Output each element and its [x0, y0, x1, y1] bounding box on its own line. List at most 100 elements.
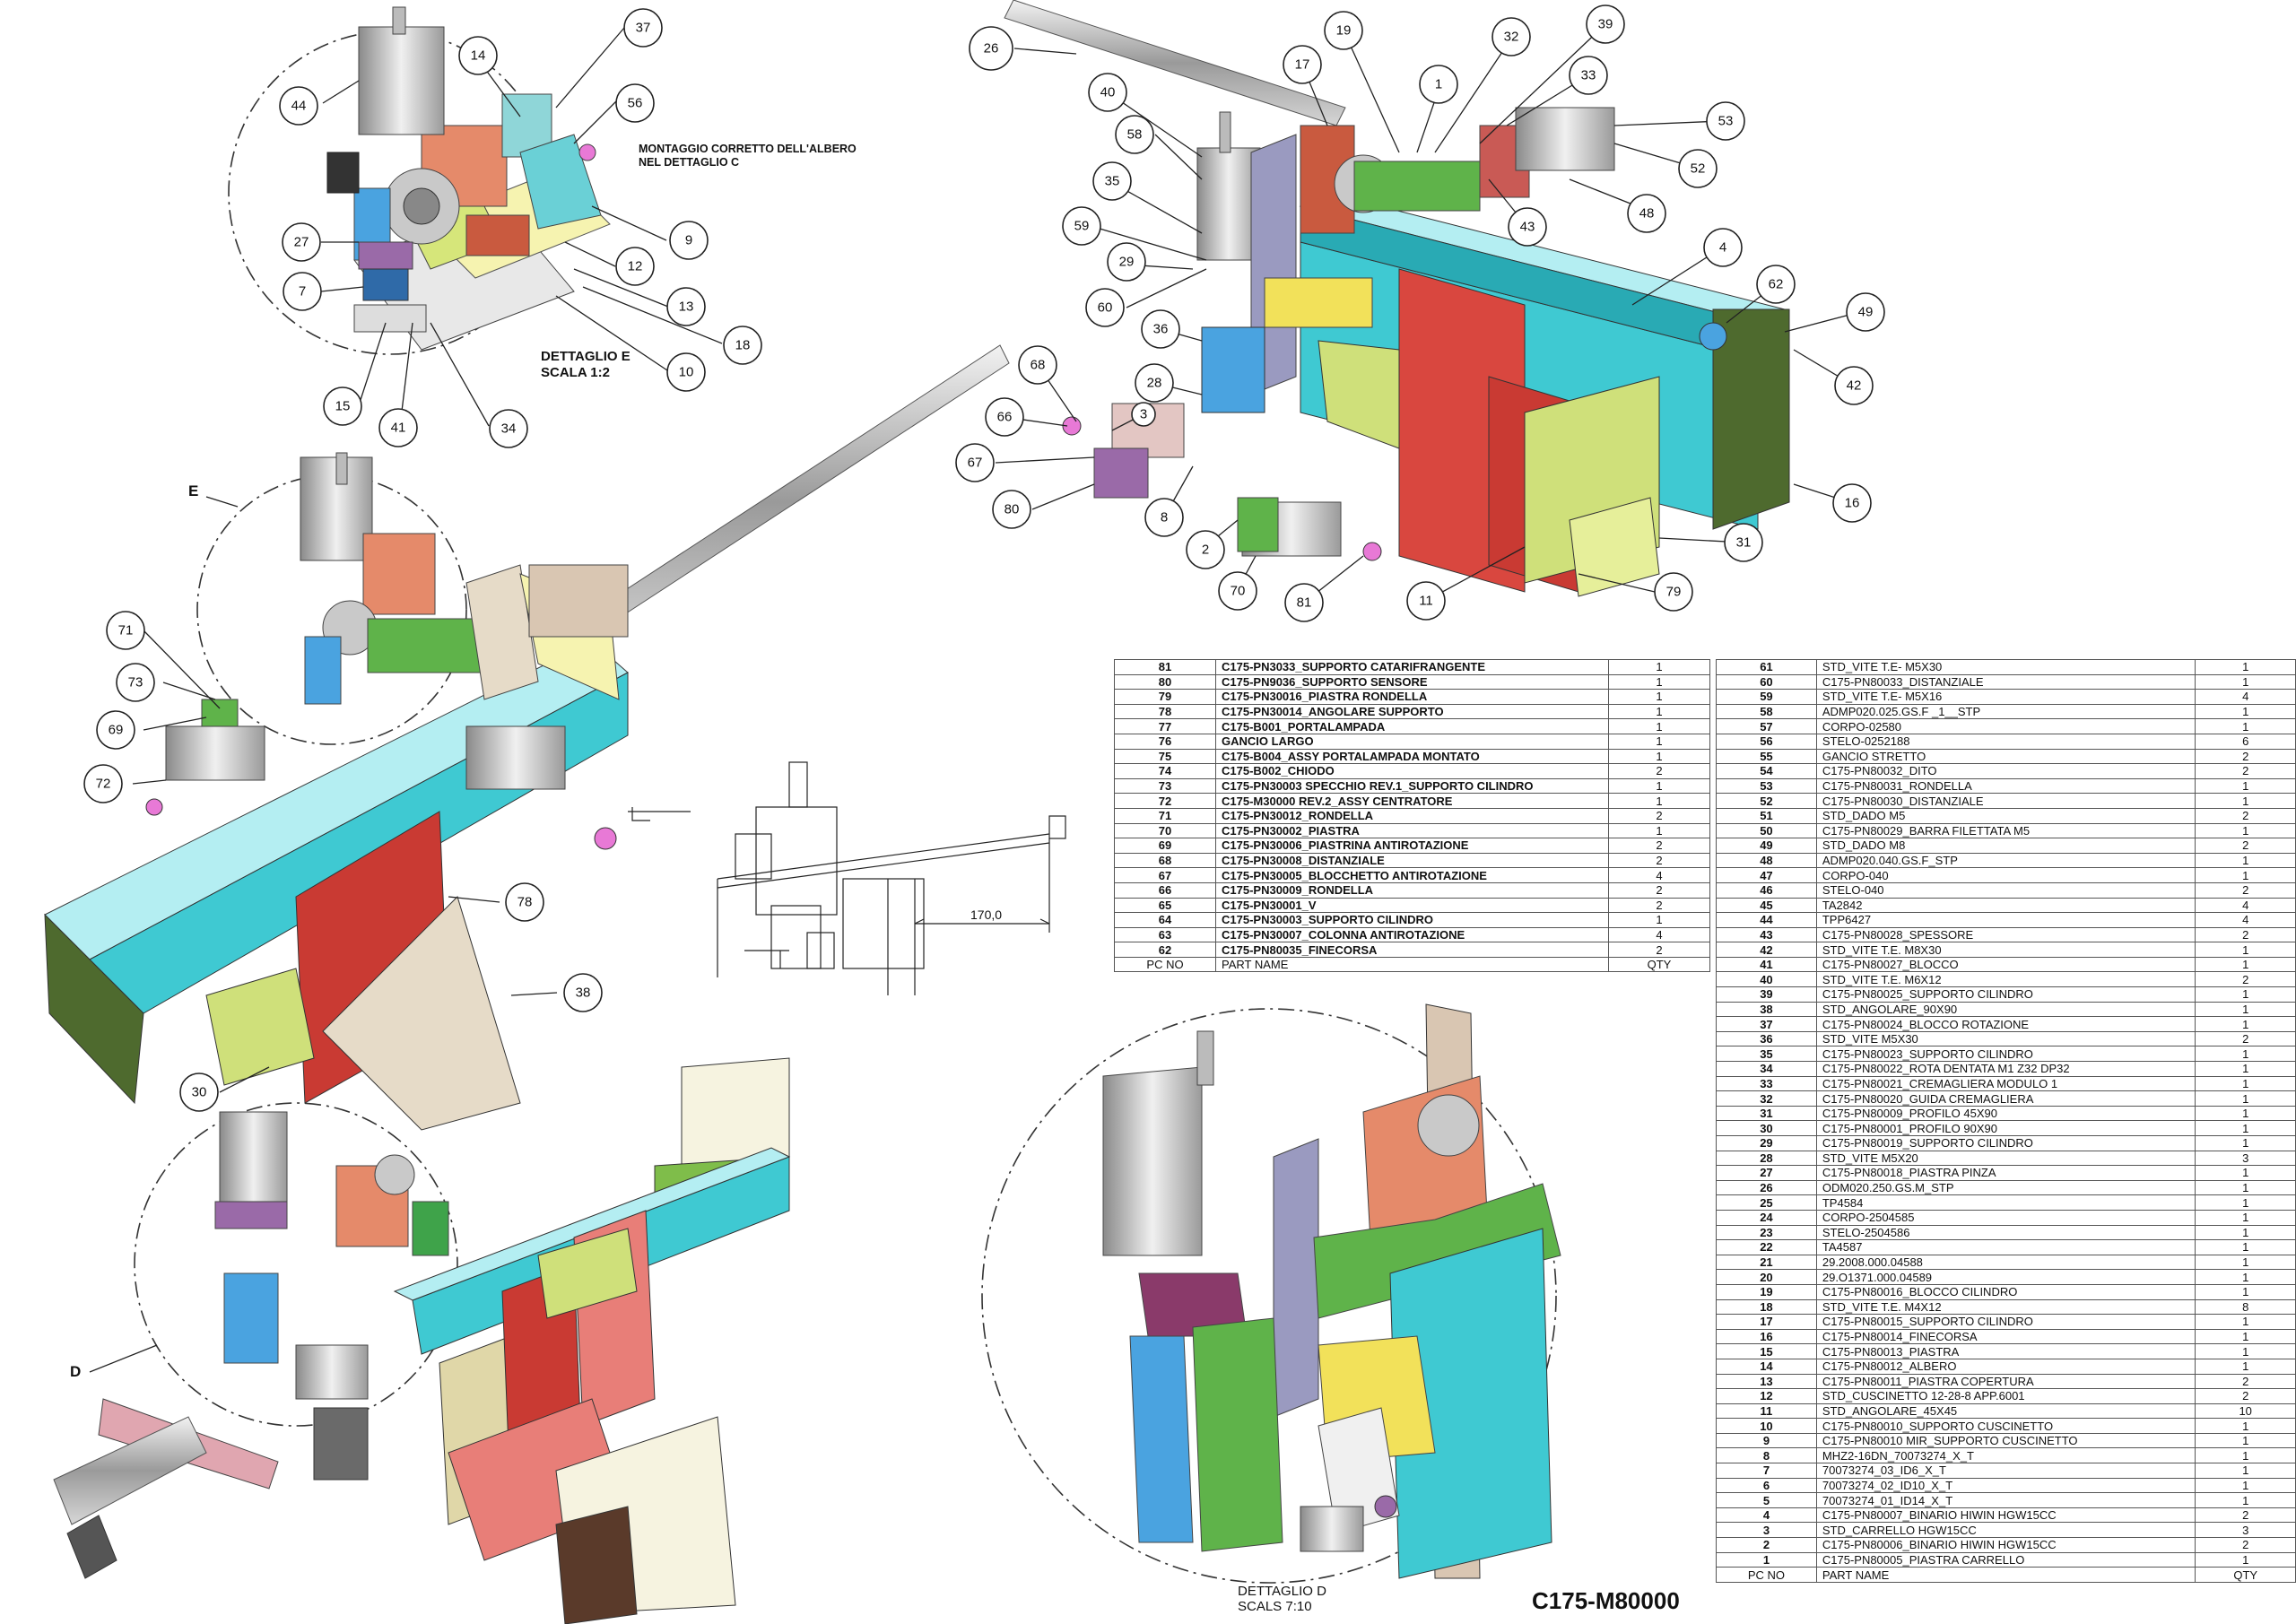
bom-cell-name: STD_CARRELLO HGW15CC	[1815, 1522, 2196, 1539]
bom-cell-qty: 1	[2195, 1551, 2296, 1568]
bom-cell-no: 17	[1716, 1314, 1817, 1330]
label-e: E	[188, 482, 198, 499]
svg-text:67: 67	[968, 456, 983, 471]
bom-cell-no: 60	[1716, 673, 1817, 690]
bom-cell-name: STELO-0252188	[1815, 733, 2196, 750]
balloon-53: 53	[1706, 101, 1745, 141]
balloon-14: 14	[458, 36, 498, 75]
svg-text:8: 8	[1161, 510, 1168, 525]
bom-cell-qty: 1	[2195, 1314, 2296, 1330]
bom-cell-name: C175-PN80035_FINECORSA	[1215, 942, 1609, 958]
bom-cell-no: 37	[1716, 1016, 1817, 1032]
bom-cell-qty: 1	[2195, 1328, 2296, 1345]
bom-cell-qty: 1	[2195, 1269, 2296, 1285]
balloon-26: 26	[969, 26, 1013, 71]
svg-text:48: 48	[1639, 206, 1655, 221]
bom-cell-no: 19	[1716, 1283, 1817, 1300]
bom-cell-name: C175-PN80010_SUPPORTO CUSCINETTO	[1815, 1418, 2196, 1434]
balloon-3: 3	[1131, 402, 1156, 427]
bom-header-name: PART NAME	[1815, 1567, 2196, 1583]
svg-text:13: 13	[679, 300, 694, 315]
balloon-39: 39	[1586, 4, 1625, 44]
bom-cell-name: ODM020.250.GS.M_STP	[1815, 1179, 2196, 1196]
balloon-69: 69	[96, 710, 135, 750]
bom-cell-no: 6	[1716, 1477, 1817, 1494]
bom-cell-name: C175-PN80014_FINECORSA	[1815, 1328, 2196, 1345]
bom-cell-no: 73	[1114, 777, 1216, 795]
bom-cell-name: C175-PN80009_PROFILO 45X90	[1815, 1105, 2196, 1122]
bom-cell-qty: 8	[2195, 1298, 2296, 1316]
svg-text:33: 33	[1581, 68, 1596, 83]
main-iso-view	[1004, 0, 1790, 597]
bom-cell-no: 76	[1114, 733, 1216, 750]
bom-cell-qty: 1	[2195, 1283, 2296, 1300]
bom-cell-qty: 1	[2195, 1432, 2296, 1449]
svg-text:40: 40	[1100, 85, 1116, 100]
balloon-56: 56	[615, 83, 655, 123]
svg-text:43: 43	[1520, 220, 1535, 235]
svg-text:62: 62	[1769, 277, 1784, 292]
bom-cell-no: 43	[1716, 926, 1817, 943]
bom-cell-name: C175-PN80025_SUPPORTO CILINDRO	[1815, 986, 2196, 1003]
bom-cell-no: 3	[1716, 1522, 1817, 1539]
bom-cell-qty: 4	[2195, 912, 2296, 928]
svg-text:72: 72	[96, 777, 111, 792]
bom-cell-name: C175-PN80032_DITO	[1815, 763, 2196, 779]
bom-cell-no: 8	[1716, 1447, 1817, 1464]
bom-cell-name: STD_ANGOLARE_45X45	[1815, 1403, 2196, 1420]
bom-cell-qty: 2	[2195, 1507, 2296, 1524]
bom-cell-name: C175-PN30003 SPECCHIO REV.1_SUPPORTO CIL…	[1215, 777, 1609, 795]
bom-cell-qty: 1	[2195, 1120, 2296, 1136]
svg-text:59: 59	[1074, 219, 1090, 234]
bom-cell-qty: 2	[2195, 1030, 2296, 1047]
bom-cell-name: C175-PN80010 MIR_SUPPORTO CUSCINETTO	[1815, 1432, 2196, 1449]
bom-cell-qty: 4	[1608, 867, 1710, 883]
balloon-40: 40	[1088, 73, 1127, 112]
svg-text:66: 66	[997, 410, 1013, 425]
balloon-44: 44	[279, 86, 318, 126]
svg-text:19: 19	[1336, 23, 1352, 39]
bom-cell-no: 18	[1716, 1298, 1817, 1316]
svg-text:32: 32	[1504, 30, 1519, 45]
bom-cell-no: 52	[1716, 793, 1817, 809]
bom-cell-name: C175-PN80029_BARRA FILETTATA M5	[1815, 822, 2196, 839]
bom-cell-name: C175-PN80023_SUPPORTO CILINDRO	[1815, 1046, 2196, 1063]
bom-cell-qty: 3	[2195, 1150, 2296, 1167]
bom-cell-qty: 1	[2195, 1105, 2296, 1122]
balloon-73: 73	[116, 663, 155, 702]
bom-cell-qty: 2	[1608, 763, 1710, 779]
bom-cell-name: C175-PN80018_PIASTRA PINZA	[1815, 1165, 2196, 1181]
bom-cell-qty: 2	[2195, 1373, 2296, 1390]
bom-cell-qty: 2	[2195, 926, 2296, 943]
balloon-71: 71	[106, 611, 145, 650]
svg-text:30: 30	[192, 1085, 207, 1100]
bom-cell-no: 66	[1114, 881, 1216, 899]
svg-text:53: 53	[1718, 114, 1734, 129]
bom-cell-no: 25	[1716, 1194, 1817, 1211]
svg-text:29: 29	[1119, 255, 1135, 270]
balloon-15: 15	[323, 386, 362, 426]
svg-text:56: 56	[628, 96, 643, 111]
bom-header-name: PART NAME	[1215, 956, 1609, 973]
bom-cell-name: C175-PN80030_DISTANZIALE	[1815, 793, 2196, 809]
bom-cell-name: C175-PN80001_PROFILO 90X90	[1815, 1120, 2196, 1136]
bom-cell-qty: 2	[2195, 807, 2296, 824]
